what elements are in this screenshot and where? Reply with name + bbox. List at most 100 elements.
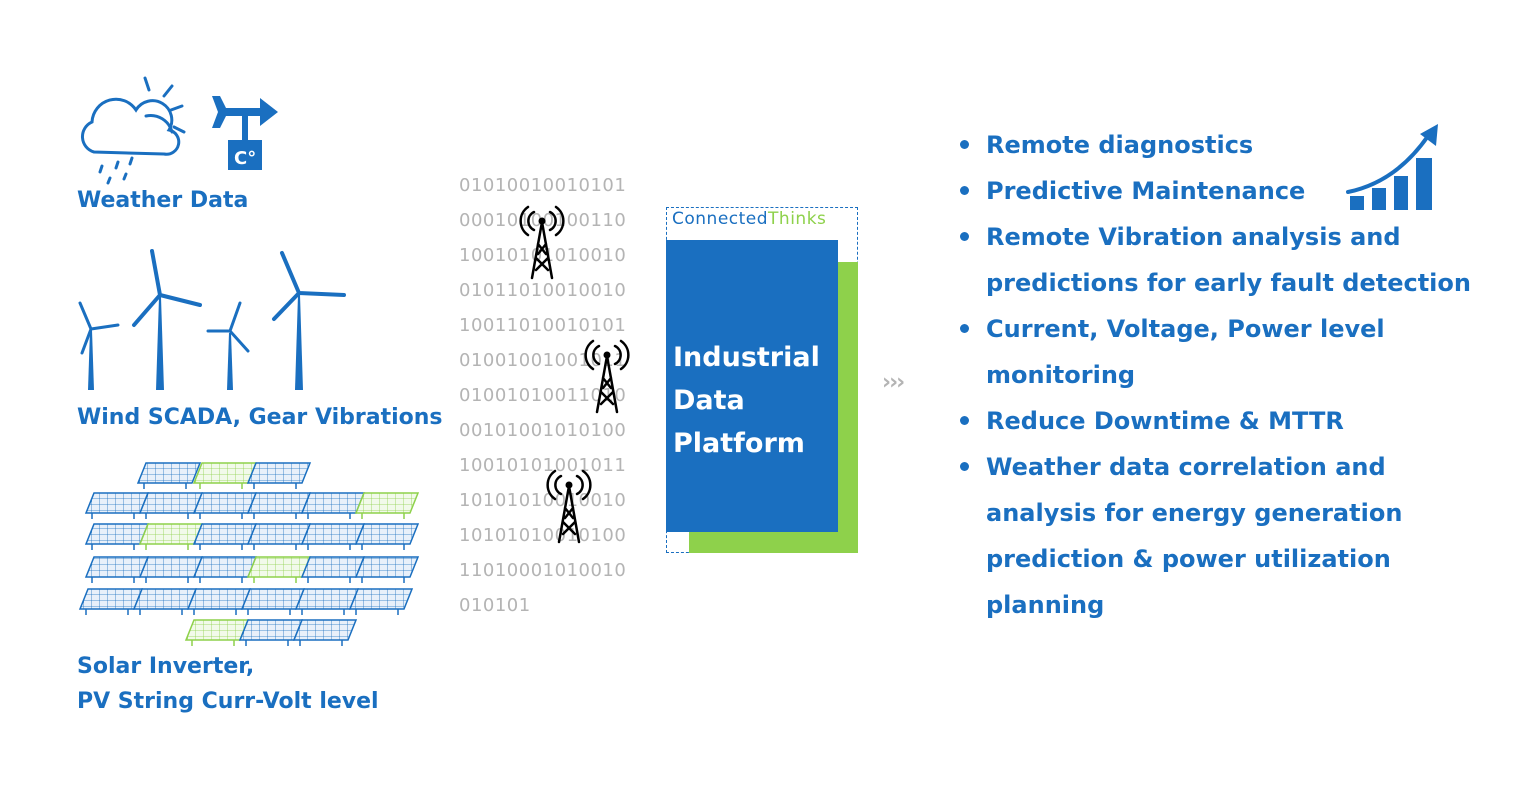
benefit-item: Remote diagnostics [960, 122, 1471, 168]
benefit-text: Weather data correlation and [986, 453, 1386, 481]
antenna-tower-icon [584, 339, 630, 414]
binary-line: 01011010010010 [459, 280, 627, 301]
binary-line: 10101010010010 [459, 490, 627, 511]
solar-panel [138, 523, 204, 545]
solar-panel [192, 462, 258, 484]
binary-line: 11010001010010 [459, 560, 627, 581]
solar-panel [138, 556, 204, 578]
platform-title-line: Industrial [673, 342, 820, 373]
solar-panel [246, 523, 312, 545]
solar-panel [246, 492, 312, 514]
source-label-solar-line1: Solar Inverter, [77, 654, 255, 679]
source-label-weather: Weather Data [77, 188, 249, 213]
solar-panel-stand [355, 609, 399, 615]
solar-panel-stand [91, 513, 135, 519]
solar-panel-stand [247, 609, 291, 615]
solar-panel-stand [361, 577, 405, 583]
benefit-text: Remote Vibration analysis and [986, 223, 1401, 251]
benefit-item: Weather data correlation and analysis for… [960, 444, 1471, 628]
brand-logo: ConnectedThinks [672, 209, 826, 229]
platform-block [666, 240, 838, 532]
benefit-item: Predictive Maintenance [960, 168, 1471, 214]
solar-panel-stand [145, 544, 189, 550]
solar-panel-stand [191, 640, 235, 646]
solar-panel-stand [253, 577, 297, 583]
antenna-tower-icon [546, 469, 592, 544]
solar-panel-stand [145, 513, 189, 519]
solar-panel [186, 588, 252, 610]
solar-panel [354, 523, 420, 545]
cloud-sun-rain-icon [81, 76, 186, 185]
solar-panel [84, 492, 150, 514]
solar-panel [246, 462, 312, 484]
benefit-text: monitoring [986, 361, 1136, 389]
solar-panel-stand [143, 483, 187, 489]
binary-line: 01010010010101 [459, 175, 627, 196]
solar-panel [84, 523, 150, 545]
benefit-item: Remote Vibration analysis and predictions… [960, 214, 1471, 306]
benefit-text: predictions for early fault detection [986, 269, 1471, 297]
binary-stream: 0101001001010100010100100110100101010100… [459, 168, 669, 623]
solar-panel [348, 588, 414, 610]
solar-panel-stand [253, 483, 297, 489]
binary-line: 10010101010010 [459, 245, 627, 266]
benefit-text: Remote diagnostics [986, 131, 1254, 159]
platform-title-line: Data [673, 385, 745, 416]
solar-panel [300, 492, 366, 514]
growth-chart-icon [1346, 124, 1438, 210]
solar-panel [192, 492, 258, 514]
platform-title-line: Platform [673, 428, 805, 459]
platform-title: Industrial Data Platform [673, 336, 833, 465]
solar-panel-stand [91, 577, 135, 583]
solar-panel-stand [85, 609, 129, 615]
benefit-item: Reduce Downtime & MTTR [960, 398, 1471, 444]
solar-panel-stand [307, 544, 351, 550]
benefit-text: analysis for energy generation [986, 499, 1403, 527]
solar-panel [294, 588, 360, 610]
solar-panel [240, 588, 306, 610]
solar-panel-stand [361, 544, 405, 550]
solar-panel [184, 619, 250, 641]
solar-panel-stand [91, 544, 135, 550]
solar-panel-icon [78, 462, 420, 646]
brand-part-thinks: Thinks [768, 209, 827, 229]
weather-vane-icon: C° [212, 96, 278, 170]
solar-panel-stand [361, 513, 405, 519]
binary-line: 01001010011010 [459, 385, 627, 406]
solar-panel [292, 619, 358, 641]
solar-panel-stand [253, 544, 297, 550]
solar-panel-stand [193, 609, 237, 615]
wind-turbine-icon [78, 249, 346, 390]
weather-vane-text: C° [234, 148, 256, 169]
brand-part-connected: Connected [672, 209, 769, 229]
solar-panel [354, 492, 420, 514]
solar-panel-stand [307, 513, 351, 519]
solar-panel [138, 492, 204, 514]
solar-panel [300, 523, 366, 545]
solar-panel-stand [301, 609, 345, 615]
solar-panel [132, 588, 198, 610]
flow-arrow-icon: ››› [882, 370, 905, 395]
solar-panel [78, 588, 144, 610]
solar-panel-stand [199, 544, 243, 550]
solar-panel-stand [245, 640, 289, 646]
solar-panel [354, 556, 420, 578]
binary-line: 010101 [459, 595, 531, 616]
antenna-tower-icon [519, 205, 565, 280]
source-label-wind: Wind SCADA, Gear Vibrations [77, 405, 443, 430]
solar-panel-stand [199, 483, 243, 489]
solar-panel-stand [307, 577, 351, 583]
solar-panel [238, 619, 304, 641]
solar-panel [192, 523, 258, 545]
solar-panel-stand [199, 577, 243, 583]
benefit-text: Reduce Downtime & MTTR [986, 407, 1344, 435]
solar-panel-stand [253, 513, 297, 519]
solar-panel-stand [145, 577, 189, 583]
benefit-text: prediction & power utilization [986, 545, 1391, 573]
source-label-solar-line2: PV String Curr-Volt level [77, 689, 379, 714]
solar-panel-stand [299, 640, 343, 646]
binary-line: 01001001001011 [459, 350, 627, 371]
solar-panel-stand [139, 609, 183, 615]
solar-panel [136, 462, 202, 484]
